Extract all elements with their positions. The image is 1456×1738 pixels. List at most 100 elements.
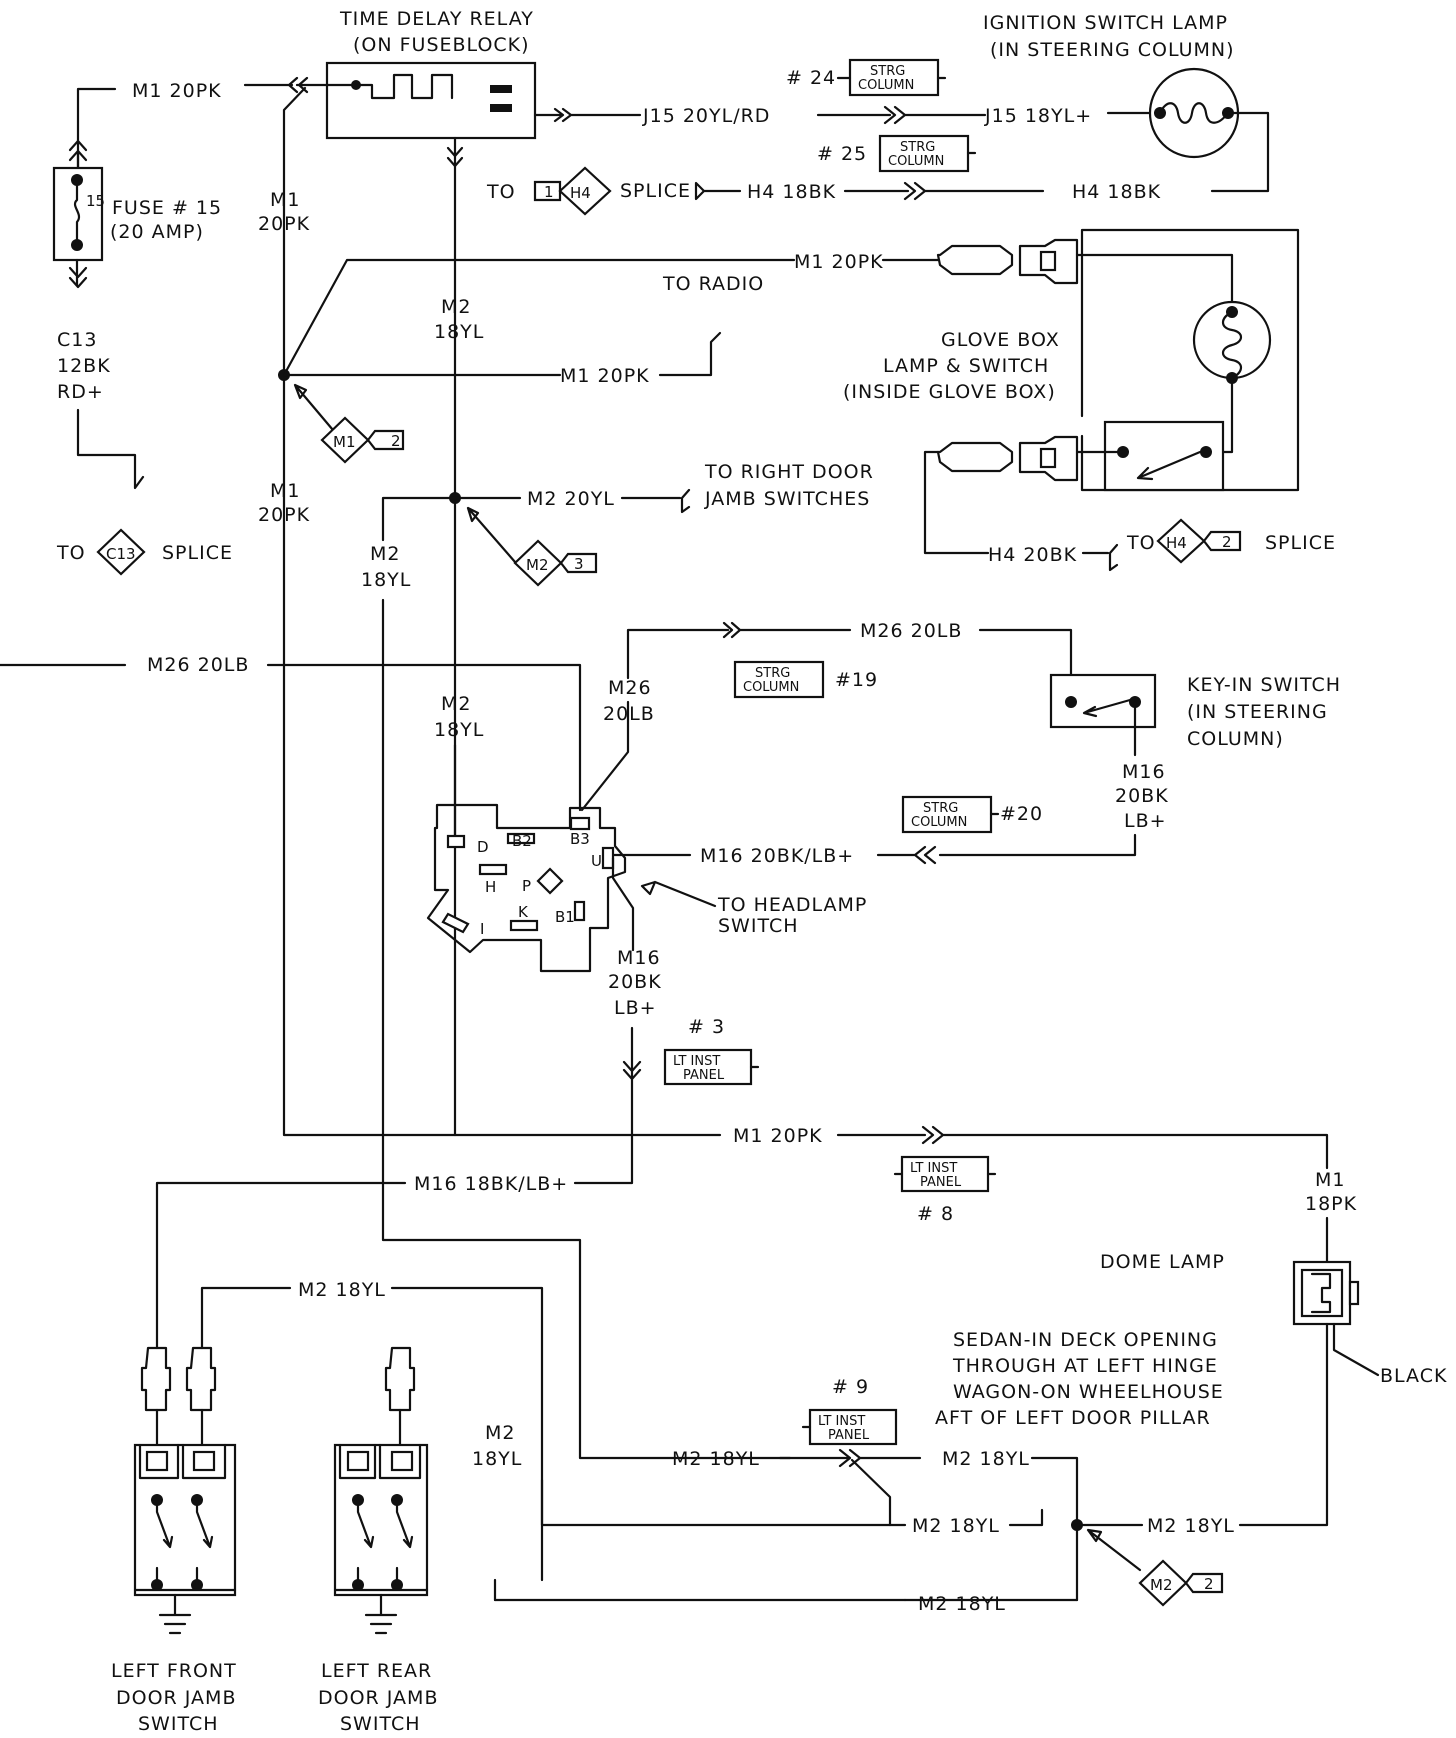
m1-20pk-bottom-label: M1 20PK [733,1125,823,1147]
m26-20lb-label: 20LB [603,703,655,725]
left-rear-label-1: LEFT REAR [321,1660,432,1682]
c13-rd-label: RD+ [57,381,104,403]
glove-box-lamp-switch: GLOVE BOX LAMP & SWITCH (INSIDE GLOVE BO… [843,228,1300,555]
m1-dome-18pk: 18PK [1305,1193,1357,1215]
h4-splice-top-num: 1 [544,183,554,201]
left-rear-label-3: SWITCH [340,1713,421,1735]
m1-splice-id: M1 [333,433,356,451]
m2-splice-bottom-num: 2 [1204,1575,1214,1593]
m2-label-left: M2 [370,543,400,565]
m1-20pk-top-label: M1 20PK [132,80,222,102]
pin-u: U [591,852,602,870]
m1-20pk-left-b: 20PK [258,504,310,526]
m2-vertical-label: M2 [485,1422,515,1444]
m2-top-label: M2 [441,296,471,318]
left-front-label-1: LEFT FRONT [111,1660,237,1682]
sedan-note-4: AFT OF LEFT DOOR PILLAR [935,1407,1211,1429]
m16-18bklb-label: M16 18BK/LB+ [414,1173,568,1195]
m2-18yl-left: 18YL [361,569,411,591]
connector-20-num: #20 [1000,803,1043,825]
left-front-door-jamb-switch: LEFT FRONT DOOR JAMB SWITCH [111,1346,237,1735]
connector-19: STRG COLUMN #19 [733,660,877,699]
connector-3-lt: LT INST [673,1054,720,1069]
h4-splice-top-label: SPLICE [620,180,691,202]
m16-20bk-right: 20BK [1115,785,1169,807]
to-headlamp-label-1: TO HEADLAMP [717,894,867,916]
connector-9: # 9 LT INST PANEL [801,1376,898,1446]
connector-8-panel: PANEL [920,1175,962,1190]
connector-19-column: COLUMN [743,680,799,695]
m1-20pk-radio-label: M1 20PK [794,251,884,273]
m16-20bklb-label: M16 20BK/LB+ [700,845,854,867]
sedan-note-3: WAGON-ON WHEELHOUSE [953,1381,1224,1403]
left-front-label-2: DOOR JAMB [116,1687,236,1709]
m2-center-18yl: 18YL [434,719,484,741]
connector-20-column: COLUMN [911,815,967,830]
m16-right-label: M16 [1122,761,1166,783]
connector-24-column: COLUMN [858,78,914,93]
time-delay-relay-label: TIME DELAY RELAY [339,8,534,30]
m2-center-label: M2 [441,693,471,715]
h4-splice-bottom-num: 2 [1222,533,1232,551]
sedan-note-1: SEDAN-IN DECK OPENING [953,1329,1218,1351]
pin-b3: B3 [570,830,590,848]
m2-splice-bottom-id: M2 [1150,1576,1173,1594]
fuse-15: 15 FUSE # 15 (20 AMP) [52,139,221,289]
m16-center-20bk: 20BK [608,971,662,993]
m26-20lb-left-label: M26 20LB [147,654,249,676]
sedan-note-2: THROUGH AT LEFT HINGE [952,1355,1218,1377]
m2-splice-diamond-bottom: M2 2 [1138,1559,1224,1607]
glove-box-label-2: LAMP & SWITCH [883,355,1049,377]
key-in-label-3: COLUMN) [1187,728,1284,750]
glove-box-label-1: GLOVE BOX [941,329,1060,351]
to-radio-label: TO RADIO [662,273,764,295]
c13-wire-label: C13 [57,329,97,351]
h4-18bk-right-label: H4 18BK [1072,181,1161,203]
m2-18yl-lower-c: M2 18YL [912,1515,1000,1537]
m26-20lb-top-label: M26 20LB [860,620,962,642]
m2-18yl-upper-label: M2 18YL [298,1279,386,1301]
h4-splice-diamond-top: 1 H4 [533,166,612,216]
m16-center-label: M16 [617,947,661,969]
to-h4-bottom-label: TO [1126,532,1156,554]
m2-18yl-lower-d: M2 18YL [918,1593,1006,1615]
dome-lamp: DOME LAMP BLACK [1100,1251,1447,1527]
m1-20pk-left-a: 20PK [258,213,310,235]
fuse-number: 15 [86,192,105,210]
ignition-switch-lamp: IGNITION SWITCH LAMP (IN STEERING COLUMN… [983,12,1270,193]
connector-25: # 25 STRG COLUMN [817,134,977,173]
m1-20pk-mid-label: M1 20PK [560,365,650,387]
connector-3: LT INST PANEL [663,1048,760,1086]
key-in-label-1: KEY-IN SWITCH [1187,674,1341,696]
h4-splice-bottom-id: H4 [1166,534,1187,552]
m1-splice-diamond: M1 2 [320,416,405,464]
m2-vertical-18yl: 18YL [472,1448,522,1470]
connector-24-strg: STRG [870,64,905,79]
m1-dome-label: M1 [1315,1169,1345,1191]
pin-i: I [480,920,484,938]
m16-center-lb: LB+ [614,997,657,1019]
connector-25-num: # 25 [817,143,867,165]
m1-left-label-a: M1 [270,189,300,211]
m2-top-18yl: 18YL [434,321,484,343]
left-rear-label-2: DOOR JAMB [318,1687,438,1709]
to-h4-label: TO [486,181,516,203]
to-headlamp-label-2: SWITCH [718,915,799,937]
pin-b2: B2 [512,832,532,850]
c13-splice-diamond: C13 [96,528,146,576]
m1-left-label-b: M1 [270,480,300,502]
h4-splice-diamond-bottom: H4 2 [1156,518,1242,564]
connector-8: LT INST PANEL # 8 [893,1155,997,1225]
connector-3-num: # 3 [688,1016,725,1038]
connector-24: # 24 STRG COLUMN [786,58,947,97]
connector-20-strg: STRG [923,801,958,816]
connector-9-panel: PANEL [828,1428,870,1443]
connector-3-panel: PANEL [683,1068,725,1083]
pin-p: P [522,877,531,895]
ignition-lamp-title: IGNITION SWITCH LAMP [983,12,1228,34]
black-label: BLACK [1380,1365,1447,1387]
to-right-door-label-2: JAMB SWITCHES [704,488,870,510]
dome-lamp-label: DOME LAMP [1100,1251,1225,1273]
connector-9-lt: LT INST [818,1414,865,1429]
